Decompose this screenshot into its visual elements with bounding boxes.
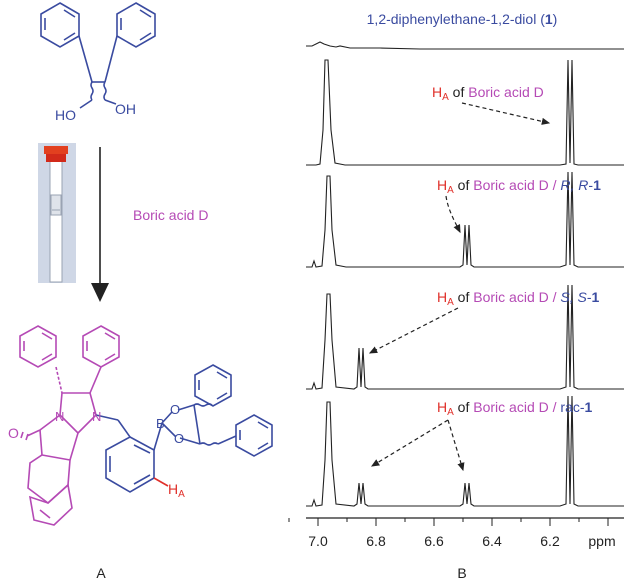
diol-bond <box>104 35 118 83</box>
tick-label-6-8: 6.8 <box>366 533 386 549</box>
diol-phenyl-right <box>116 2 156 48</box>
panel-b: 1,2-diphenylethane-1,2-diol (1) HA of Bo… <box>288 11 624 581</box>
spectrum-1-title: 1,2-diphenylethane-1,2-diol (1) <box>367 11 558 27</box>
spectrum-trace-ss <box>306 284 624 390</box>
ppm-axis: 7.0 6.8 6.6 6.4 6.2 ppm <box>288 517 624 549</box>
boron-label: B <box>156 416 165 431</box>
annotation-boric-acid: HA of Boric acid D <box>432 84 544 103</box>
annotation-arrow <box>368 307 459 354</box>
annotation-rr: HA of Boric acid D / R, R-1 <box>437 177 601 196</box>
annotation-arrow <box>370 419 449 467</box>
carbonyl-o-label: O <box>8 425 19 441</box>
product-aryl-ring <box>105 436 155 493</box>
boronate-o2-label: O <box>174 431 184 446</box>
n2-label: N <box>92 409 101 424</box>
axis-unit: ppm <box>588 533 615 549</box>
annotation-arrow <box>445 195 461 234</box>
tick-label-6-2: 6.2 <box>540 533 560 549</box>
wavy-bond <box>103 81 107 101</box>
product-structure <box>19 325 273 526</box>
diol-phenyl-left <box>40 2 80 48</box>
panel-b-label: B <box>457 565 466 581</box>
product-phenyl-left <box>19 325 57 368</box>
product-isoindolinone-ring <box>27 454 73 526</box>
spectrum-trace-boric-acid <box>306 59 624 166</box>
panel-a-label: A <box>96 565 106 581</box>
diol-bond <box>78 35 93 83</box>
annotation-arrow <box>447 419 465 472</box>
product-phenyl-right <box>82 325 120 368</box>
diol-structure <box>40 2 156 109</box>
axis-ticks <box>288 518 609 526</box>
product-phenyl-bottom <box>235 414 273 457</box>
annotation-ss: HA of Boric acid D / S, S-1 <box>437 289 600 308</box>
oh-label-left: HO <box>55 107 76 123</box>
tick-label-6-4: 6.4 <box>482 533 502 549</box>
annotation-arrow <box>461 102 551 125</box>
nmr-spectra <box>306 41 624 507</box>
spectrum-trace-rac <box>306 395 624 507</box>
reagent-label: Boric acid D <box>133 207 208 223</box>
spectrum-trace-diol <box>306 41 624 50</box>
n1-label: N <box>55 409 64 424</box>
tick-label-7-0: 7.0 <box>308 533 328 549</box>
annotation-rac: HA of Boric acid D / rac-1 <box>437 399 593 418</box>
product-phenyl-top <box>194 364 232 407</box>
ha-label: HA <box>168 481 185 500</box>
nmr-tube-icon <box>38 143 76 283</box>
spectrum-trace-rr <box>306 171 624 268</box>
wavy-bond <box>90 81 94 101</box>
oh-label-right: OH <box>115 101 136 117</box>
reaction-arrow <box>91 147 109 302</box>
panel-a: HO OH Boric acid D <box>8 2 273 581</box>
tick-label-6-6: 6.6 <box>424 533 444 549</box>
boronate-o1-label: O <box>170 402 180 417</box>
